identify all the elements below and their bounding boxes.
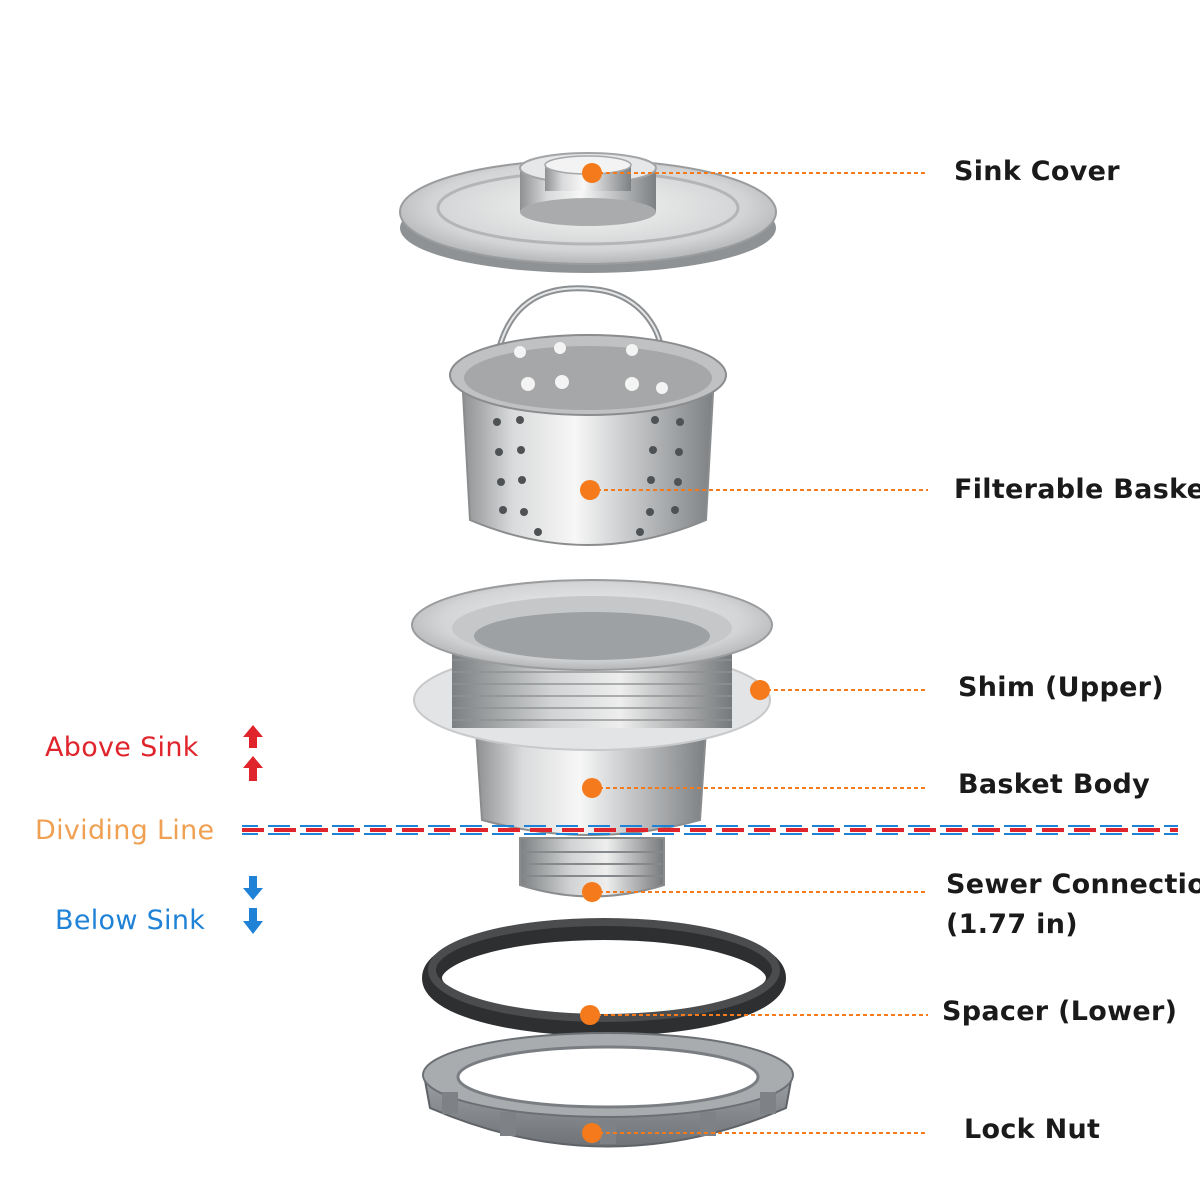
label-sewer-connection-line1: Sewer Connection [946,869,1200,900]
up-arrow-icon [243,725,263,781]
dividing-line [242,825,1178,835]
spacer-lower-drawing [422,918,786,1036]
label-filterable-basket: Filterable Basket [954,474,1200,505]
label-sewer-connection-line2: (1.77 in) [946,909,1078,940]
label-sewer-connection: Sewer Connection (1.77 in) [946,865,1200,945]
label-lock-nut: Lock Nut [964,1114,1101,1145]
callout-dots [580,163,770,1143]
callout-dot [582,778,602,798]
label-above-sink: Above Sink [45,732,199,763]
callout-dot [582,163,602,183]
down-arrow-icon [243,876,263,934]
label-basket-body: Basket Body [958,769,1151,800]
label-shim-upper: Shim (Upper) [958,672,1164,703]
label-sink-cover: Sink Cover [954,156,1120,187]
basket-body-drawing [411,579,773,836]
label-spacer-lower: Spacer (Lower) [942,996,1178,1027]
sewer-connection-drawing [519,837,665,898]
callout-dot [750,680,770,700]
label-dividing-line: Dividing Line [35,815,215,846]
lock-nut-drawing [422,1032,794,1148]
callout-dot [582,1123,602,1143]
label-below-sink: Below Sink [55,905,206,936]
filterable-basket-drawing [449,285,727,546]
callout-dot [580,480,600,500]
callout-leaders [590,172,928,1134]
callout-dot [580,1005,600,1025]
sink-cover-drawing [399,152,777,273]
callout-dot [582,882,602,902]
